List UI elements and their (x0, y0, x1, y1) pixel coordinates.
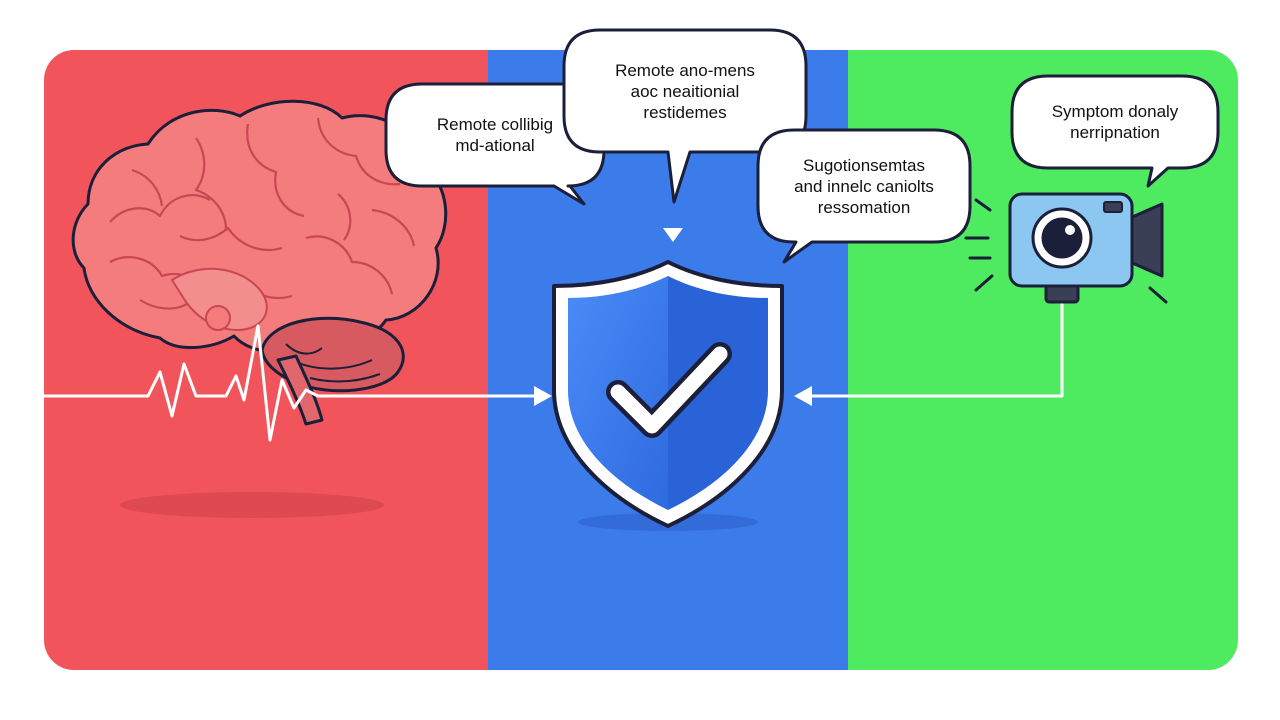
bubble-1-text: Remote collibig md-ational (390, 88, 600, 182)
speech-bubble-2 (562, 28, 808, 204)
speech-bubble-4 (1010, 74, 1220, 188)
bubble-4-line-2: nerripnation (1070, 123, 1160, 142)
bubble-3-line-1: Sugotionsemtas (803, 155, 925, 175)
bubble-4-text: Symptom donaly nerripnation (1016, 80, 1214, 164)
bubble-2-text: Remote ano-mens aoc neaitionial restidem… (568, 34, 802, 148)
heartbeat-icon (42, 324, 542, 442)
brain-icon (71, 99, 448, 426)
bubble-1-line-1: Remote collibig (436, 115, 554, 134)
brain-shadow (120, 492, 384, 518)
bubble-3-line-3: ressomation (817, 197, 911, 217)
camera-icon (964, 192, 1168, 304)
bubble-2-line-1: Remote ano-mens (615, 60, 755, 80)
pointer-marker (663, 228, 683, 242)
speech-bubble-3 (756, 128, 972, 264)
bubble-3-text: Sugotionsemtas and innelc caniolts resso… (762, 134, 966, 238)
connector-camera-to-shield (808, 300, 1064, 398)
bubble-3-line-2: and innelc caniolts (794, 176, 934, 196)
shield-check-icon (552, 260, 784, 528)
bubble-2-line-2: aoc neaitionial (630, 81, 740, 101)
arrow-to-shield-left (534, 386, 552, 406)
bubble-4-line-1: Symptom donaly (1051, 102, 1179, 121)
arrow-to-shield-right (794, 386, 812, 406)
bubble-2-line-3: restidemes (643, 102, 727, 122)
bubble-1-line-2: md-ational (455, 136, 535, 155)
